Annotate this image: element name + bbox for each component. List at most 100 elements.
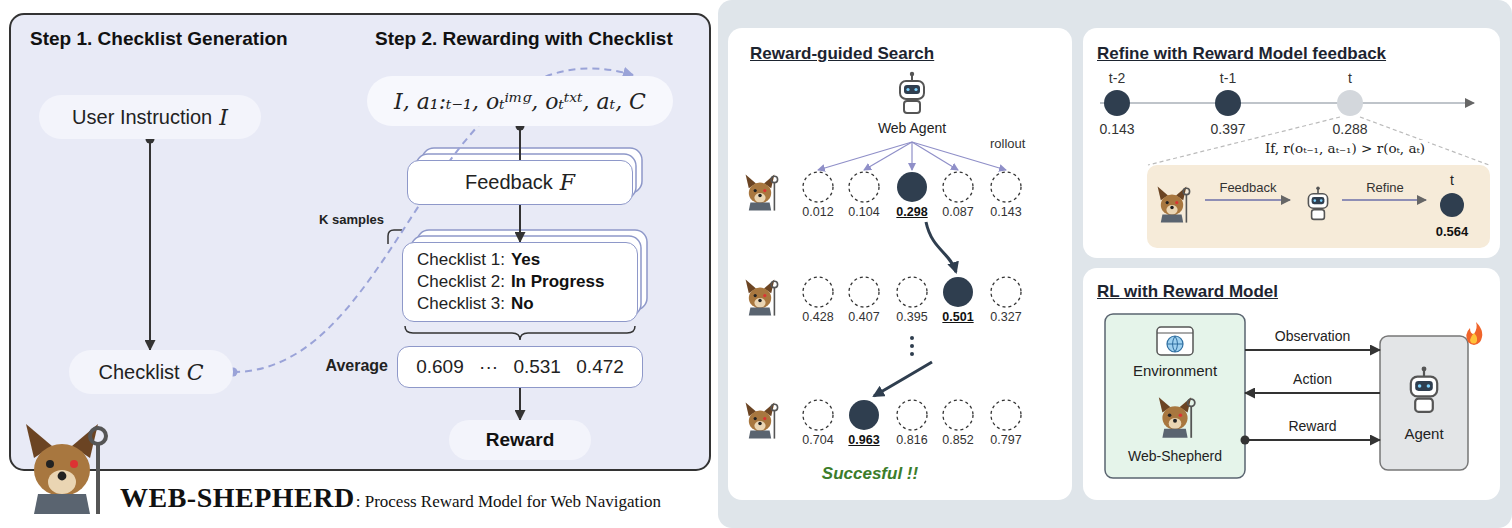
rl-panel bbox=[1083, 268, 1500, 500]
circle-shape bbox=[803, 277, 833, 307]
node-text: ··· bbox=[479, 356, 498, 378]
label-text: 0.852 bbox=[942, 433, 973, 447]
instruction-pill: User InstructionI bbox=[39, 95, 261, 139]
label-text: 0.087 bbox=[942, 205, 973, 219]
connector-dot bbox=[1241, 436, 1250, 445]
use-shape bbox=[1411, 366, 1437, 411]
path-shape bbox=[1466, 322, 1482, 345]
use-shape bbox=[900, 72, 924, 113]
label-text: 0.816 bbox=[896, 433, 927, 447]
circle-shape bbox=[1337, 90, 1363, 116]
environment-box: EnvironmentWeb-Shepherd bbox=[1105, 314, 1245, 478]
connector-line bbox=[149, 139, 151, 350]
use-shape bbox=[746, 280, 778, 316]
figure-caption: : Process Reward Model for Web Navigatio… bbox=[356, 492, 661, 512]
circle-shape bbox=[991, 400, 1021, 430]
refine-art bbox=[1100, 90, 1490, 248]
path-shape bbox=[874, 362, 932, 396]
connector bbox=[146, 135, 155, 351]
circle-shape bbox=[849, 400, 879, 430]
node-text: Web-Shepherd bbox=[1128, 448, 1222, 464]
refine-box: FeedbackRefinet0.564 bbox=[1147, 165, 1490, 248]
node-text: Step 2. Rewarding with Checklist bbox=[375, 28, 673, 50]
connector-line bbox=[519, 205, 521, 242]
circle-shape bbox=[910, 336, 914, 340]
use-shape bbox=[1158, 187, 1190, 223]
label-text: 0.012 bbox=[802, 205, 833, 219]
connector bbox=[516, 122, 525, 161]
g-shape bbox=[803, 172, 1021, 430]
node-text: Checklist bbox=[99, 361, 180, 384]
line-shape bbox=[1342, 199, 1426, 200]
label-text: 0.104 bbox=[848, 205, 879, 219]
label-text: 0.143 bbox=[1099, 121, 1134, 137]
connector-line bbox=[519, 388, 521, 420]
label-text: 0.298 bbox=[896, 205, 927, 219]
node-text: 0.564 bbox=[1436, 224, 1469, 239]
connector-line bbox=[1245, 392, 1380, 394]
panel: Step 1. Checklist Generation Step 2. Rewa… bbox=[10, 14, 710, 470]
line-shape bbox=[1100, 102, 1474, 104]
label-text: If, r(oₜ₋₁, aₜ₋₁) > r(oₜ, aₜ) bbox=[1262, 140, 1428, 156]
node-text: Refine with Reward Model feedback bbox=[1097, 44, 1386, 64]
node-text: Refine bbox=[1366, 180, 1404, 195]
panel: Reward-guided Search bbox=[728, 28, 1072, 500]
label-text: 0.797 bbox=[990, 433, 1021, 447]
connector bbox=[1245, 393, 1380, 394]
label-text: 0.501 bbox=[942, 310, 973, 324]
node-text: Yes bbox=[511, 250, 605, 270]
figure-title: WEB-SHEPHERD bbox=[120, 482, 355, 514]
g-shape bbox=[849, 172, 973, 430]
circle-shape bbox=[849, 172, 879, 202]
label-text: rollout bbox=[990, 136, 1025, 151]
use-shape bbox=[746, 403, 778, 439]
node-text: 0.609 bbox=[416, 356, 464, 378]
circle-shape bbox=[910, 352, 914, 356]
input-pill: I, a₁:ₜ₋₁, oₜⁱᵐᵍ, oₜᵗˣᵗ, aₜ, C bbox=[367, 76, 673, 126]
edge-label: Action bbox=[1290, 371, 1335, 387]
circle-shape bbox=[991, 277, 1021, 307]
node-text: C bbox=[187, 360, 204, 385]
node-text: Checklist 2: bbox=[417, 272, 505, 292]
circle-shape bbox=[943, 277, 973, 307]
rect-shape bbox=[1380, 336, 1468, 470]
rl-art bbox=[1105, 314, 1482, 478]
circle-shape bbox=[897, 277, 927, 307]
node-text: Step 1. Checklist Generation bbox=[30, 28, 288, 50]
circle-shape bbox=[1167, 336, 1183, 352]
circle-shape bbox=[1215, 90, 1241, 116]
connector-line bbox=[1245, 349, 1380, 351]
label-text: 0.704 bbox=[802, 433, 833, 447]
score-card: 0.609···0.5310.472 bbox=[397, 346, 643, 388]
label-text: Average bbox=[325, 357, 388, 375]
use-shape bbox=[1159, 397, 1195, 438]
circle-shape bbox=[803, 400, 833, 430]
connector bbox=[520, 388, 521, 420]
label-text: K samples bbox=[319, 212, 384, 227]
node-text: t bbox=[1450, 172, 1454, 188]
line-shape bbox=[1157, 332, 1193, 333]
node-text: Reward-guided Search bbox=[750, 44, 934, 64]
label-text: t-1 bbox=[1220, 70, 1236, 86]
label-text: 0.327 bbox=[990, 310, 1021, 324]
circle-shape bbox=[1440, 193, 1464, 217]
circle-shape bbox=[1104, 90, 1130, 116]
path-shape bbox=[926, 222, 956, 272]
path-shape bbox=[1167, 336, 1183, 352]
label-text: 0.395 bbox=[896, 310, 927, 324]
node-text: Feedback bbox=[465, 171, 553, 194]
circle-shape bbox=[910, 344, 914, 348]
feedback-card: FeedbackF bbox=[407, 160, 633, 205]
label-text: 0.288 bbox=[1332, 121, 1367, 137]
g-shape bbox=[818, 142, 1006, 170]
label-text: 0.428 bbox=[802, 310, 833, 324]
average-brace bbox=[405, 326, 635, 340]
circle-shape bbox=[943, 400, 973, 430]
rect-shape bbox=[1105, 314, 1245, 478]
node-text: I bbox=[219, 105, 228, 130]
node-text: No bbox=[511, 294, 605, 314]
path-shape bbox=[1470, 333, 1477, 344]
node-text: Environment bbox=[1133, 362, 1217, 379]
